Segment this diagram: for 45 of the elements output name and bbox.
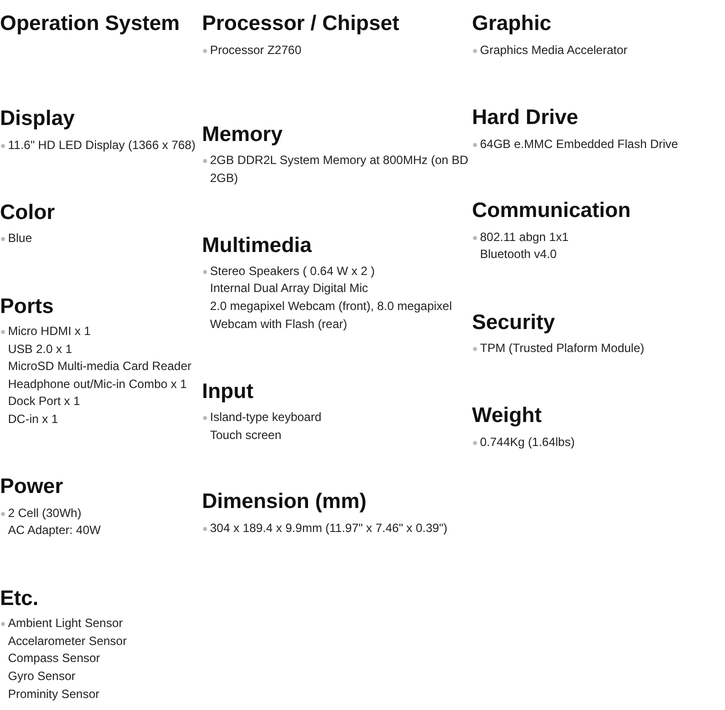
spec-item: Headphone out/Mic-in Combo x 1 — [8, 376, 187, 393]
spec-item: Touch screen — [210, 427, 282, 444]
section-heading: Dimension (mm) — [202, 490, 367, 514]
spec-item: 11.6" HD LED Display (1366 x 768) — [8, 137, 196, 154]
spec-item: Processor Z2760 — [210, 42, 302, 59]
section-heading: Input — [202, 380, 254, 404]
spec-item: 64GB e.MMC Embedded Flash Drive — [480, 136, 678, 153]
spec-item: Dock Port x 1 — [8, 393, 80, 410]
spec-item: Stereo Speakers ( 0.64 W x 2 ) — [210, 263, 375, 280]
section-heading: Operation System — [0, 12, 180, 36]
spec-item: Micro HDMI x 1 — [8, 323, 91, 340]
section-heading: Processor / Chipset — [202, 12, 400, 36]
spec-item: 304 x 189.4 x 9.9mm (11.97" x 7.46" x 0.39") — [210, 520, 448, 537]
spec-item: 2.0 megapixel Webcam (front), 8.0 megapixel Webcam with Flash (rear) — [210, 298, 453, 332]
spec-item: Accelarometer Sensor — [8, 633, 127, 650]
section-heading: Memory — [202, 123, 283, 147]
spec-item: 0.744Kg (1.64lbs) — [480, 434, 575, 451]
section-heading: Hard Drive — [472, 106, 578, 130]
spec-item: AC Adapter: 40W — [8, 522, 101, 539]
spec-item: Graphics Media Accelerator — [480, 42, 628, 59]
section-heading: Etc. — [0, 587, 39, 611]
spec-item: DC-in x 1 — [8, 411, 58, 428]
spec-item: MicroSD Multi-media Card Reader — [8, 358, 192, 375]
spec-item: 2GB DDR2L System Memory at 800MHz (on BD 2GB) — [210, 152, 470, 186]
spec-item: Island-type keyboard — [210, 409, 322, 426]
spec-item: 2 Cell (30Wh) — [8, 505, 82, 522]
section-heading: Weight — [472, 404, 542, 428]
spec-item: Gyro Sensor — [8, 668, 76, 685]
spec-item: Prominity Sensor — [8, 686, 100, 703]
spec-item: Bluetooth v4.0 — [480, 246, 557, 263]
section-heading: Ports — [0, 295, 54, 319]
spec-item: Blue — [8, 230, 32, 247]
spec-item: Internal Dual Array Digital Mic — [210, 280, 368, 297]
section-heading: Graphic — [472, 12, 552, 36]
spec-item: Ambient Light Sensor — [8, 615, 123, 632]
section-heading: Color — [0, 201, 55, 225]
spec-item: Compass Sensor — [8, 650, 100, 667]
section-heading: Security — [472, 311, 555, 335]
section-heading: Power — [0, 475, 64, 499]
section-heading: Multimedia — [202, 234, 312, 258]
section-heading: Display — [0, 107, 75, 131]
spec-item: TPM (Trusted Plaform Module) — [480, 340, 644, 357]
spec-item: 802.11 abgn 1x1 — [480, 229, 569, 246]
spec-item: USB 2.0 x 1 — [8, 341, 72, 358]
section-heading: Communication — [472, 199, 631, 223]
